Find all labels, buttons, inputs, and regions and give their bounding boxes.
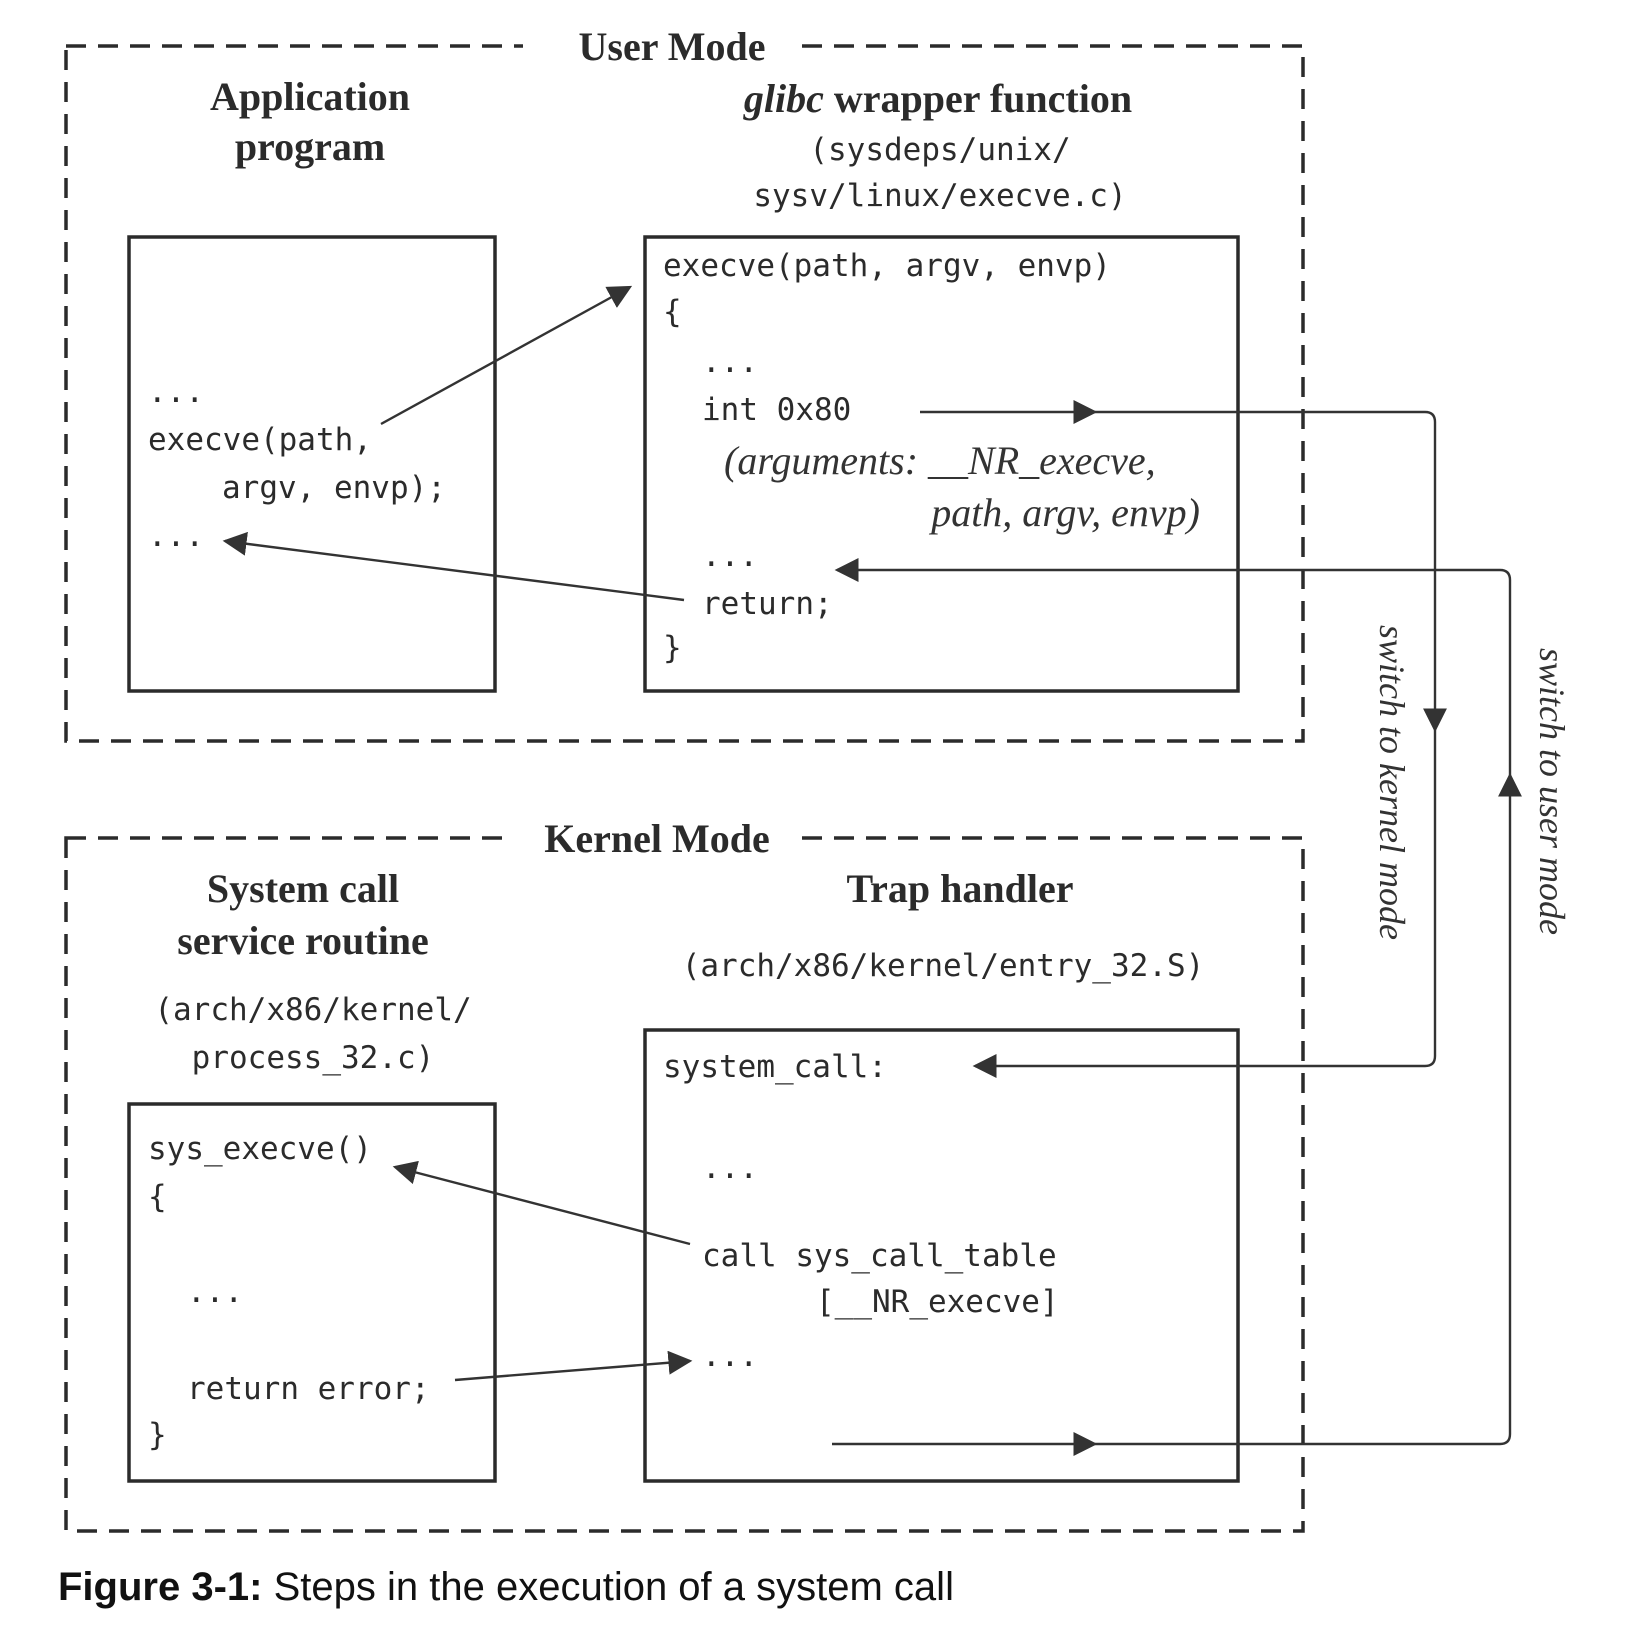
wrapper-heading-glibc: glibc	[743, 76, 824, 121]
arrow-into-system-call	[972, 730, 1437, 1078]
arrow-switch-to-user-lower	[1095, 772, 1522, 1446]
wrapper-heading-rest: wrapper function	[824, 76, 1132, 121]
trap-code-line: call sys_call_table	[702, 1238, 1057, 1274]
flow-arrows	[222, 285, 1522, 1456]
application-heading-line2: program	[235, 124, 385, 169]
service-code-line: }	[148, 1417, 167, 1453]
user-mode-title: User Mode	[579, 24, 766, 69]
figure-caption-text: Steps in the execution of a system call	[262, 1565, 953, 1609]
wrapper-code: execve(path, argv, envp) { ... int 0x80 …	[663, 248, 1111, 666]
arrow-wrapper-return-to-app	[222, 531, 685, 602]
service-code-line: return error;	[187, 1371, 430, 1407]
user-mode-region: User Mode Application program ... execve…	[64, 20, 1305, 743]
trap-handler-path: (arch/x86/kernel/entry_32.S)	[682, 948, 1205, 984]
service-routine-path-line1: (arch/x86/kernel/	[154, 992, 471, 1028]
arrow-return-to-wrapper	[834, 558, 1512, 775]
service-code-line: sys_execve()	[148, 1131, 372, 1167]
service-code-line: ...	[187, 1274, 243, 1310]
wrapper-code-line: execve(path, argv, envp)	[663, 248, 1111, 284]
trap-handler-code: system_call: ... call sys_call_table [__…	[663, 1049, 1059, 1374]
service-routine-heading-line2: service routine	[177, 918, 428, 963]
wrapper-code-line: int 0x80	[702, 392, 851, 428]
application-program-box	[127, 235, 497, 693]
application-heading-line1: Application	[210, 74, 410, 119]
trap-code-line: ...	[702, 1150, 758, 1186]
wrapper-code-line: ...	[702, 538, 758, 574]
kernel-mode-region: Kernel Mode System call service routine …	[64, 812, 1305, 1533]
wrapper-heading: glibc wrapper function	[743, 76, 1132, 121]
trap-code-line: system_call:	[663, 1049, 887, 1085]
figure-caption: Figure 3-1: Steps in the execution of a …	[58, 1565, 954, 1609]
wrapper-code-line: ...	[702, 344, 758, 380]
figure-caption-label: Figure 3-1:	[58, 1565, 262, 1609]
arrow-trap-to-service	[392, 1160, 691, 1246]
wrapper-code-line: }	[663, 630, 682, 666]
service-routine-box	[127, 1102, 497, 1483]
app-code-line: ...	[148, 374, 204, 410]
wrapper-function-box	[643, 235, 1240, 693]
service-code-line: {	[148, 1179, 167, 1215]
trap-code-line: ...	[702, 1338, 758, 1374]
wrapper-path-line2: sysv/linux/execve.c)	[753, 178, 1126, 214]
trap-handler-heading: Trap handler	[846, 866, 1073, 911]
kernel-mode-title: Kernel Mode	[544, 816, 770, 861]
app-code-line: execve(path,	[148, 422, 372, 458]
wrapper-path-line1: (sysdeps/unix/	[809, 132, 1070, 168]
switch-to-kernel-label: switch to kernel mode	[1372, 625, 1412, 940]
app-code-line: argv, envp);	[222, 470, 446, 506]
switch-to-user-label: switch to user mode	[1532, 648, 1572, 935]
arrow-service-return-to-trap	[454, 1350, 693, 1382]
arrow-switch-to-kernel-upper	[1095, 410, 1447, 733]
wrapper-args-note-line2: path, argv, envp)	[928, 490, 1200, 535]
app-code-line: ...	[148, 518, 204, 554]
arrow-app-to-wrapper	[380, 285, 633, 426]
wrapper-code-line: return;	[702, 586, 833, 622]
trap-handler-box	[643, 1028, 1240, 1483]
trap-code-line: [__NR_execve]	[816, 1284, 1059, 1320]
service-routine-heading-line1: System call	[207, 866, 399, 911]
application-code: ... execve(path, argv, envp); ...	[148, 374, 446, 554]
service-routine-path-line2: process_32.c)	[192, 1040, 435, 1076]
service-routine-code: sys_execve() { ... return error; }	[148, 1131, 430, 1453]
wrapper-code-line: {	[663, 294, 682, 330]
wrapper-args-note-line1: (arguments: __NR_execve,	[724, 438, 1156, 483]
